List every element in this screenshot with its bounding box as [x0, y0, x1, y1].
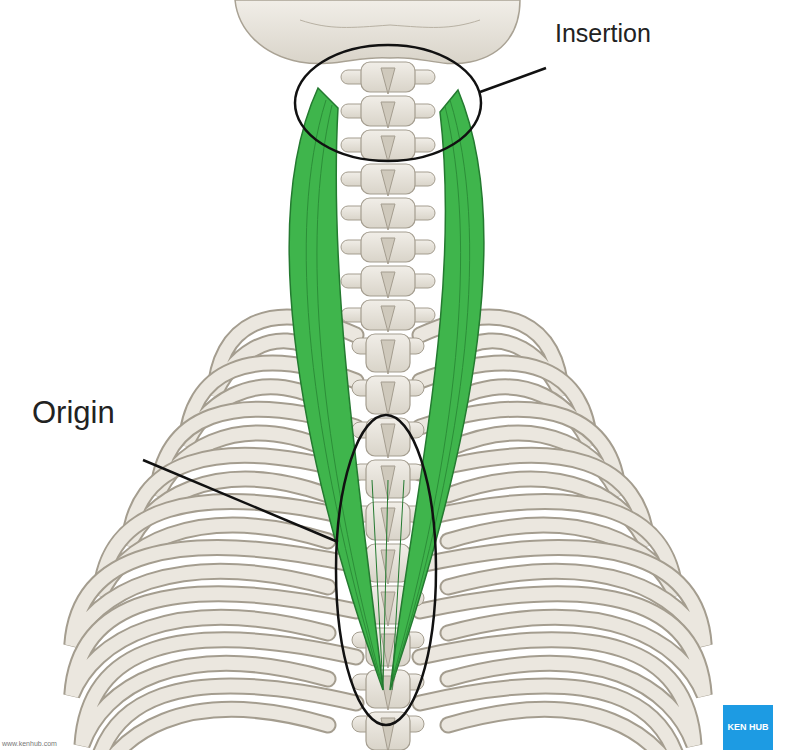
part-label: Insertion	[555, 20, 651, 48]
part-label: Origin	[32, 396, 115, 430]
watermark: www.kenhub.com	[2, 740, 57, 748]
logo-text: KEN HUB	[723, 723, 773, 733]
